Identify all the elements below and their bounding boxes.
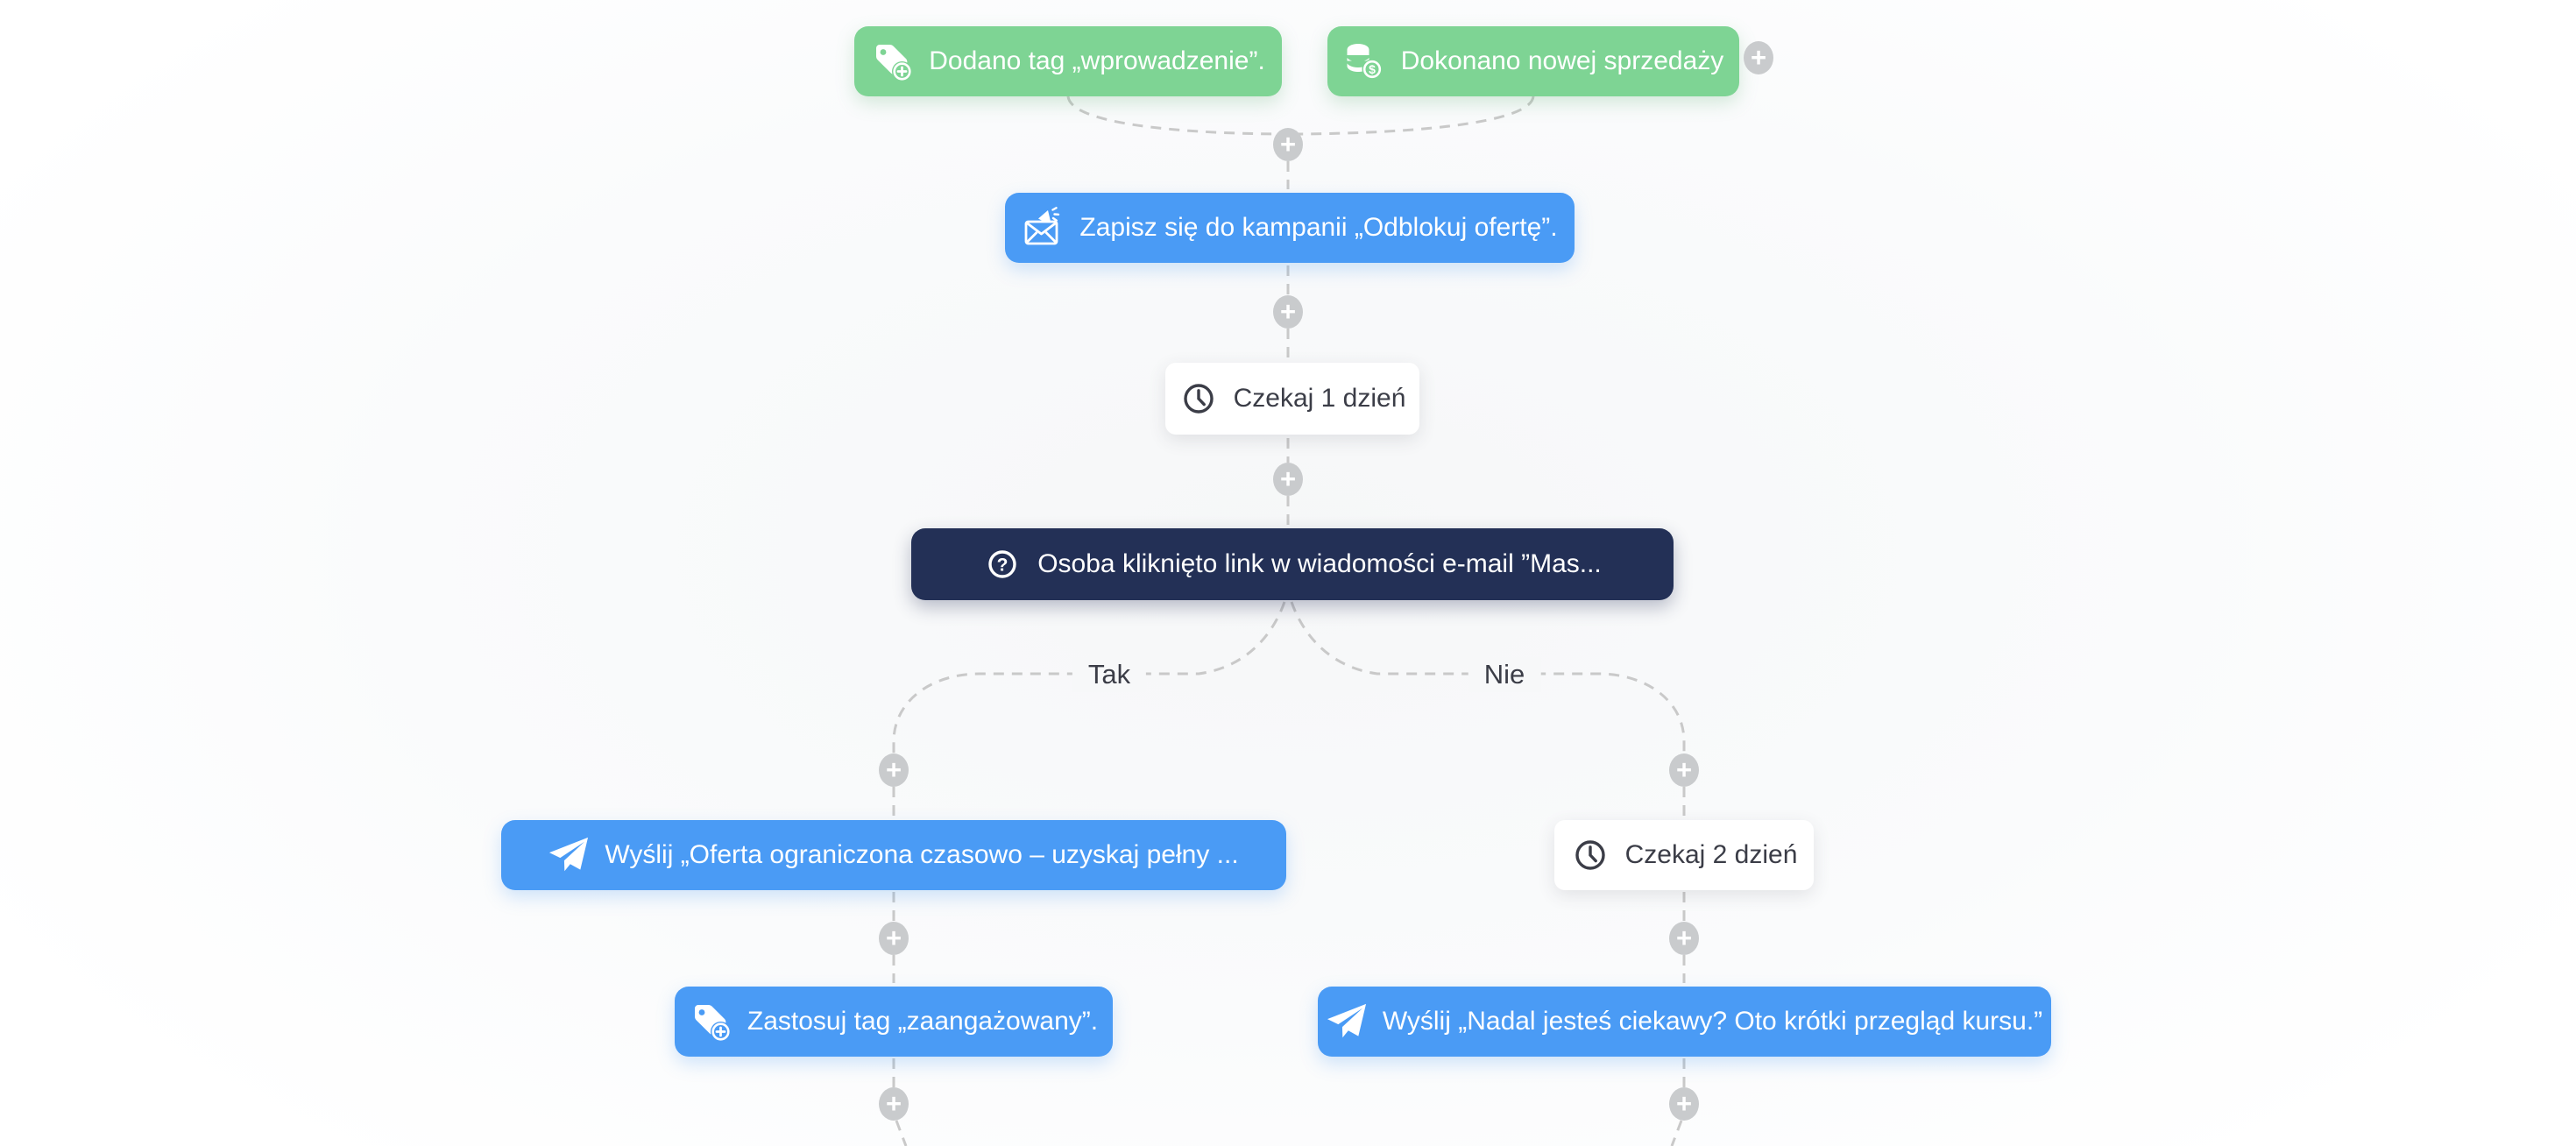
- svg-text:?: ?: [997, 555, 1008, 576]
- add-node-button[interactable]: +: [879, 753, 909, 787]
- delay-node-wait-1-day[interactable]: Czekaj 1 dzień: [1165, 363, 1419, 435]
- clock-icon: [1179, 379, 1218, 418]
- node-label: Zastosuj tag „zaangażowany”.: [747, 1007, 1099, 1036]
- node-label: Wyślij „Nadal jesteś ciekawy? Oto krótki…: [1382, 1007, 2043, 1036]
- node-label: Wyślij „Oferta ograniczona czasowo – uzy…: [605, 840, 1239, 869]
- plus-icon: +: [1279, 128, 1297, 159]
- plus-icon: +: [885, 1087, 902, 1119]
- node-label: Osoba kliknięto link w wiadomości e-mail…: [1037, 549, 1602, 578]
- node-label: Zapisz się do kampanii „Odblokuj ofertę”…: [1079, 213, 1558, 242]
- plus-icon: +: [1279, 295, 1297, 327]
- svg-text:$: $: [1369, 62, 1376, 76]
- paper-plane-icon: [548, 835, 589, 875]
- coins-dollar-icon: $: [1343, 40, 1385, 82]
- trigger-node-new-sale[interactable]: $ Dokonano nowej sprzedaży: [1327, 26, 1739, 96]
- add-node-button[interactable]: +: [1273, 295, 1303, 329]
- paper-plane-icon: [1327, 1001, 1367, 1042]
- plus-icon: +: [1675, 1087, 1693, 1119]
- campaign-envelope-icon: [1022, 207, 1064, 249]
- add-node-button[interactable]: +: [1669, 922, 1699, 955]
- tag-plus-icon: [871, 40, 913, 82]
- node-label: Czekaj 1 dzień: [1233, 384, 1406, 413]
- question-icon: ?: [983, 545, 1022, 584]
- node-label: Czekaj 2 dzień: [1624, 840, 1798, 869]
- add-node-button[interactable]: +: [879, 922, 909, 955]
- action-node-subscribe-campaign[interactable]: Zapisz się do kampanii „Odblokuj ofertę”…: [1005, 193, 1575, 263]
- add-trigger-button[interactable]: +: [1744, 41, 1773, 74]
- plus-icon: +: [1675, 922, 1693, 953]
- action-node-apply-tag-engaged[interactable]: Zastosuj tag „zaangażowany”.: [675, 987, 1113, 1057]
- plus-icon: +: [1279, 463, 1297, 494]
- node-label: Dokonano nowej sprzedaży: [1400, 46, 1724, 75]
- plus-icon: +: [1675, 753, 1693, 785]
- add-node-button[interactable]: +: [1669, 1087, 1699, 1121]
- node-label: Dodano tag „wprowadzenie”.: [929, 46, 1265, 75]
- plus-icon: +: [885, 922, 902, 953]
- add-node-button[interactable]: +: [1669, 753, 1699, 787]
- branch-label-yes: Tak: [1072, 657, 1147, 692]
- condition-node-link-clicked[interactable]: ? Osoba kliknięto link w wiadomości e-ma…: [911, 528, 1674, 600]
- plus-icon: +: [1750, 41, 1767, 73]
- delay-node-wait-2-days[interactable]: Czekaj 2 dzień: [1554, 820, 1814, 890]
- action-node-send-reminder-email[interactable]: Wyślij „Nadal jesteś ciekawy? Oto krótki…: [1318, 987, 2051, 1057]
- add-node-button[interactable]: +: [1273, 463, 1303, 496]
- add-node-button[interactable]: +: [879, 1087, 909, 1121]
- action-node-send-offer-email[interactable]: Wyślij „Oferta ograniczona czasowo – uzy…: [501, 820, 1286, 890]
- trigger-node-tag-added[interactable]: Dodano tag „wprowadzenie”.: [854, 26, 1282, 96]
- branch-label-no: Nie: [1468, 657, 1541, 692]
- plus-icon: +: [885, 753, 902, 785]
- tag-plus-icon: [690, 1001, 732, 1043]
- clock-icon: [1571, 836, 1610, 874]
- add-node-button[interactable]: +: [1273, 128, 1303, 161]
